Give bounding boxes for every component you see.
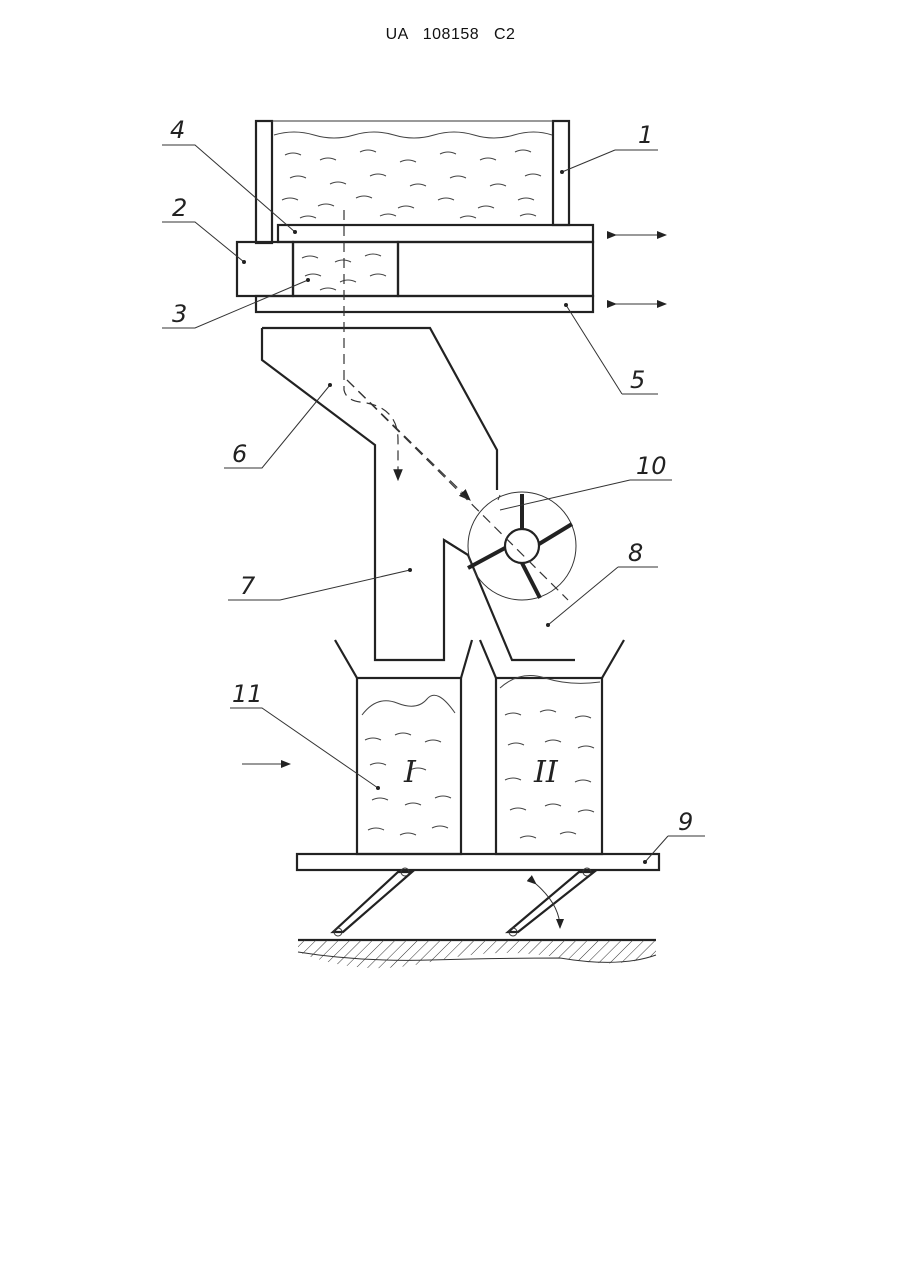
label-3: 3 (172, 300, 187, 328)
chute-body (262, 328, 575, 660)
upper-plate-4 (278, 225, 593, 242)
label-10: 10 (636, 452, 667, 480)
reciprocating-arrows (616, 235, 666, 304)
label-2: 2 (172, 194, 187, 222)
reference-dots (242, 170, 647, 864)
label-8: 8 (628, 539, 643, 567)
platform-9 (297, 854, 659, 870)
rotor-10 (468, 492, 576, 600)
ground-base (298, 940, 656, 968)
label-container-II: II (533, 755, 559, 790)
container-2 (480, 640, 624, 854)
label-11: 11 (232, 680, 263, 708)
label-9: 9 (678, 808, 693, 836)
flow-paths (344, 210, 568, 600)
label-5: 5 (630, 366, 645, 394)
leader-lines (162, 145, 705, 862)
label-1: 1 (638, 121, 653, 149)
support-links (333, 868, 594, 936)
container-1 (335, 640, 472, 854)
label-4: 4 (170, 116, 185, 144)
label-7: 7 (240, 572, 256, 600)
label-6: 6 (232, 440, 247, 468)
label-container-I: I (403, 755, 417, 790)
lower-plate-5 (256, 296, 593, 312)
